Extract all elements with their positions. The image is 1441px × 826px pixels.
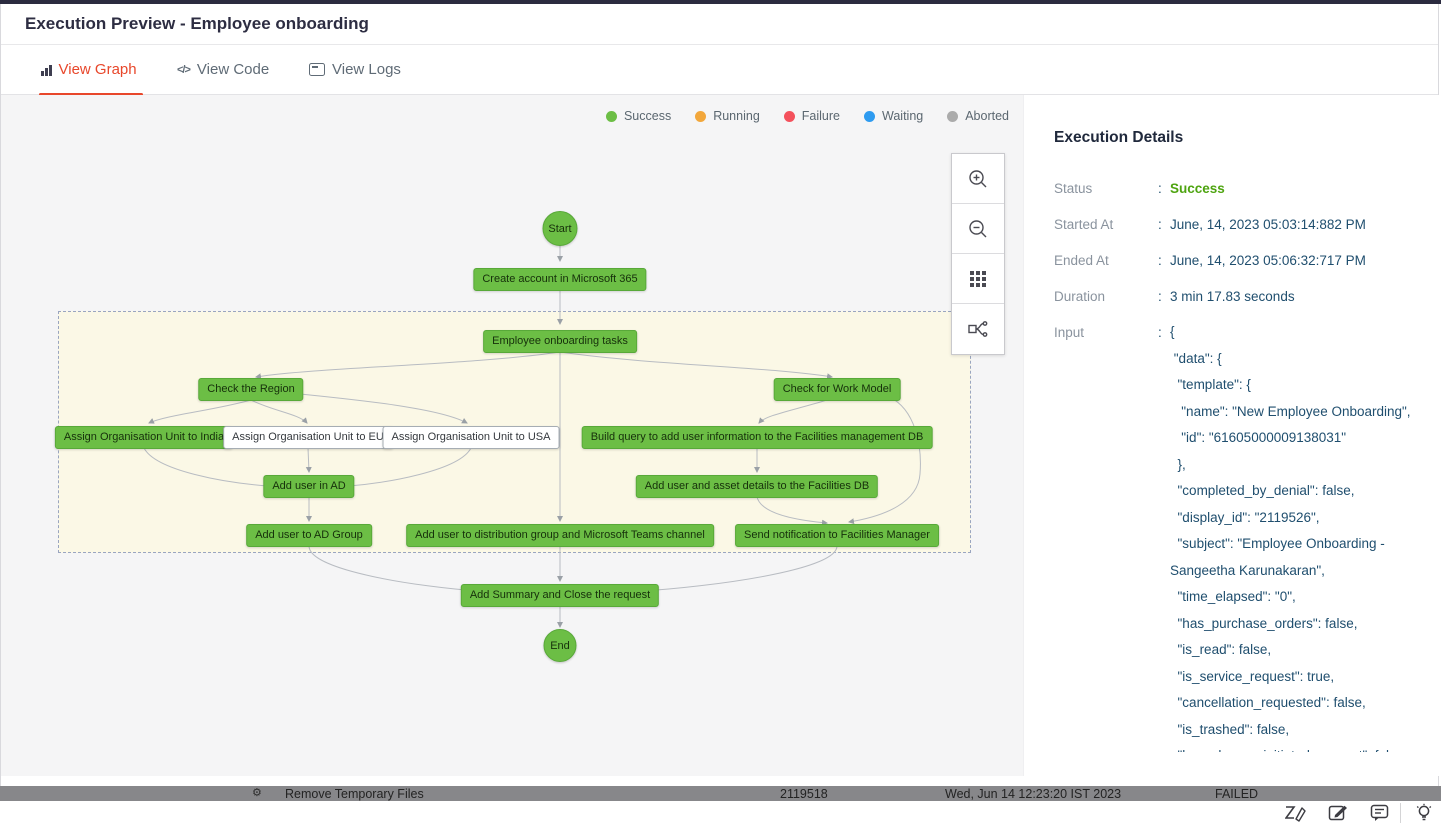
failure-dot-icon: [783, 110, 795, 122]
execution-details-panel: Execution Details Status : Success Start…: [1023, 95, 1441, 776]
zoom-in-button[interactable]: [952, 154, 1004, 204]
flow-node-assign-eu[interactable]: Assign Organisation Unit to EU: [223, 426, 393, 449]
zoom-in-icon: [969, 169, 987, 187]
legend-success: Success: [605, 109, 671, 123]
dimmed-background-row: ⚙ Remove Temporary Files 2119518 Wed, Ju…: [0, 786, 1441, 801]
input-json: { "data": { "template": { "name": "New E…: [1170, 324, 1411, 752]
modal-titlebar: Execution Preview - Employee onboarding: [1, 4, 1438, 45]
zia-icon: [1285, 806, 1306, 822]
status-legend: Success Running Failure Waiting Aborted: [605, 109, 1009, 123]
graph-toolbar: [951, 153, 1005, 355]
top-accent-strip: [0, 0, 1441, 4]
flow-node-build-query[interactable]: Build query to add user information to t…: [581, 426, 933, 449]
flow-node-onboarding-tasks[interactable]: Employee onboarding tasks: [483, 330, 637, 353]
tree-layout-button[interactable]: [952, 304, 1004, 354]
comments-icon: [1370, 804, 1389, 821]
detail-row-ended-at: Ended At : June, 14, 2023 05:06:32:717 P…: [1054, 253, 1366, 268]
flow-node-create-account[interactable]: Create account in Microsoft 365: [473, 268, 647, 291]
code-icon: </>: [177, 63, 191, 76]
feedback-button[interactable]: [1325, 802, 1351, 824]
flow-edges: [143, 244, 921, 628]
status-value: Success: [1170, 181, 1225, 196]
zia-button[interactable]: [1283, 802, 1309, 824]
flow-node-assign-india[interactable]: Assign Organisation Unit to India: [54, 426, 234, 449]
legend-failure: Failure: [783, 109, 840, 123]
bar-chart-icon: [41, 64, 52, 76]
background-row-date: Wed, Jun 14 12:23:20 IST 2023: [945, 787, 1122, 801]
detail-row-input: Input : { "data": { "template": { "name"…: [1054, 323, 1434, 752]
zoom-out-button[interactable]: [952, 204, 1004, 254]
legend-waiting: Waiting: [864, 109, 923, 123]
flow-node-check-region[interactable]: Check the Region: [198, 378, 304, 401]
success-dot-icon: [605, 110, 617, 122]
background-row-id: 2119518: [780, 787, 828, 801]
legend-aborted: Aborted: [947, 109, 1009, 123]
idea-button[interactable]: [1411, 802, 1437, 824]
flow-node-add-user-ad[interactable]: Add user in AD: [263, 475, 355, 498]
grid-view-button[interactable]: [952, 254, 1004, 304]
active-tab-underline: [39, 93, 143, 96]
background-row-name: Remove Temporary Files: [285, 787, 424, 801]
tab-label: View Graph: [58, 61, 137, 78]
flow-node-add-distribution-group[interactable]: Add user to distribution group and Micro…: [406, 524, 714, 547]
idea-bulb-icon: [1416, 803, 1432, 821]
tab-view-code[interactable]: </> View Code: [177, 45, 269, 94]
grid-view-icon: [970, 270, 986, 287]
feedback-edit-icon: [1328, 805, 1347, 821]
tab-label: View Logs: [332, 61, 401, 78]
flow-node-start[interactable]: Start: [542, 211, 578, 246]
detail-row-duration: Duration : 3 min 17.83 seconds: [1054, 289, 1295, 304]
zoom-out-icon: [969, 219, 987, 237]
flow-node-send-notification[interactable]: Send notification to Facilities Manager: [735, 524, 939, 547]
flow-node-check-work-model[interactable]: Check for Work Model: [773, 378, 901, 401]
bottom-action-bar: [0, 801, 1441, 826]
tab-bar: View Graph </> View Code View Logs: [1, 45, 1438, 96]
logs-icon: [309, 63, 325, 76]
detail-row-status: Status : Success: [1054, 181, 1225, 196]
tab-view-graph[interactable]: View Graph: [39, 45, 143, 96]
flow-node-add-asset-details[interactable]: Add user and asset details to the Facili…: [635, 475, 879, 498]
execution-preview-modal: Execution Preview - Employee onboarding …: [0, 4, 1441, 790]
flow-node-add-user-ad-group[interactable]: Add user to AD Group: [246, 524, 372, 547]
modal-title: Execution Preview - Employee onboarding: [25, 14, 369, 33]
background-row-status: FAILED: [1215, 787, 1259, 801]
tab-view-logs[interactable]: View Logs: [309, 45, 401, 94]
tab-label: View Code: [196, 61, 270, 78]
footer-divider: [1400, 803, 1401, 823]
legend-running: Running: [695, 109, 760, 123]
execution-details-content: Execution Details Status : Success Start…: [1054, 95, 1434, 752]
flow-node-assign-usa[interactable]: Assign Organisation Unit to USA: [382, 426, 560, 449]
flow-graph-canvas[interactable]: Start Create account in Microsoft 365 Em…: [1, 95, 1023, 776]
gear-icon: ⚙: [252, 787, 262, 799]
running-dot-icon: [695, 110, 707, 122]
detail-row-started-at: Started At : June, 14, 2023 05:03:14:882…: [1054, 217, 1366, 232]
panel-title: Execution Details: [1054, 129, 1184, 146]
aborted-dot-icon: [947, 110, 959, 122]
waiting-dot-icon: [864, 110, 875, 122]
flow-node-add-summary[interactable]: Add Summary and Close the request: [460, 584, 660, 607]
comments-button[interactable]: [1367, 802, 1393, 824]
flow-node-end[interactable]: End: [543, 629, 577, 662]
tree-layout-icon: [968, 321, 988, 337]
